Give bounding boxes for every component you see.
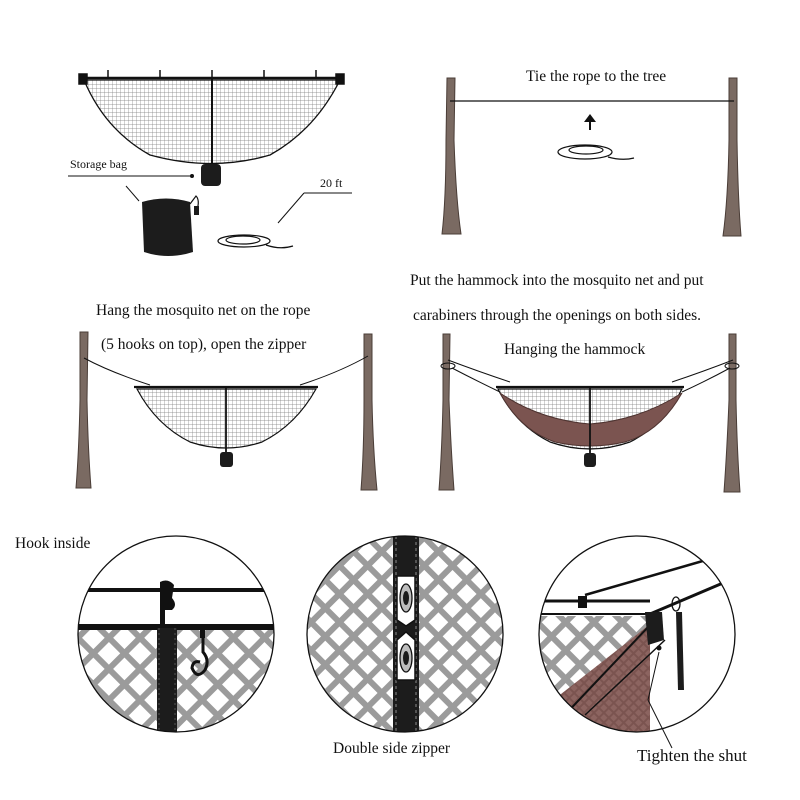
rope-coil	[557, 144, 635, 160]
detail-tighten-shut	[538, 535, 736, 749]
tree-right	[360, 333, 378, 491]
detail-hook-inside	[77, 535, 275, 733]
mosquito-net	[78, 70, 345, 186]
hang-net-label-line2: (5 hooks on top), open the zipper	[101, 336, 307, 353]
zipper-slider-icon	[396, 575, 416, 627]
rope-line	[447, 359, 734, 383]
net-pouch	[220, 452, 233, 467]
top-hook-icons	[78, 70, 345, 85]
tree-left	[441, 77, 462, 235]
rope-line	[83, 355, 369, 386]
up-arrow-icon	[584, 114, 596, 130]
storage-bag-label: Storage bag	[70, 157, 127, 171]
tighten-shut-label: Tighten the shut	[637, 746, 747, 765]
storage-bag	[68, 174, 199, 256]
hang-net-label-line1: Hang the mosquito net on the rope	[96, 302, 311, 319]
tree-right	[723, 333, 741, 493]
detail-double-zipper	[306, 535, 504, 733]
zipper-slider-icon	[396, 630, 416, 681]
hook-inside-label: Hook inside	[15, 535, 91, 552]
pointer-line	[647, 651, 660, 701]
rope-length-label: 20 ft	[320, 176, 343, 190]
panel-net-overview	[68, 70, 352, 256]
carabiner-icon	[578, 596, 684, 690]
put-hammock-label-line2: carabiners through the openings on both …	[413, 307, 701, 324]
tree-left	[438, 333, 455, 491]
pointer-line	[647, 699, 673, 749]
net-pouch	[584, 453, 596, 467]
put-hammock-label-line1: Put the hammock into the mosquito net an…	[410, 272, 704, 289]
net-pouch	[201, 164, 221, 186]
tie-rope-label: Tie the rope to the tree	[526, 68, 667, 85]
tree-left	[75, 331, 92, 489]
tree-right	[722, 77, 742, 237]
double-zipper-label: Double side zipper	[333, 740, 451, 757]
hanging-hammock-label: Hanging the hammock	[504, 341, 646, 358]
panel-hang-net	[75, 331, 378, 491]
hammock	[499, 392, 683, 447]
panel-hanging-hammock	[438, 333, 741, 493]
rope-coil-20ft	[217, 192, 352, 249]
hook-icon	[160, 580, 209, 676]
panel-tie-rope	[441, 77, 742, 237]
